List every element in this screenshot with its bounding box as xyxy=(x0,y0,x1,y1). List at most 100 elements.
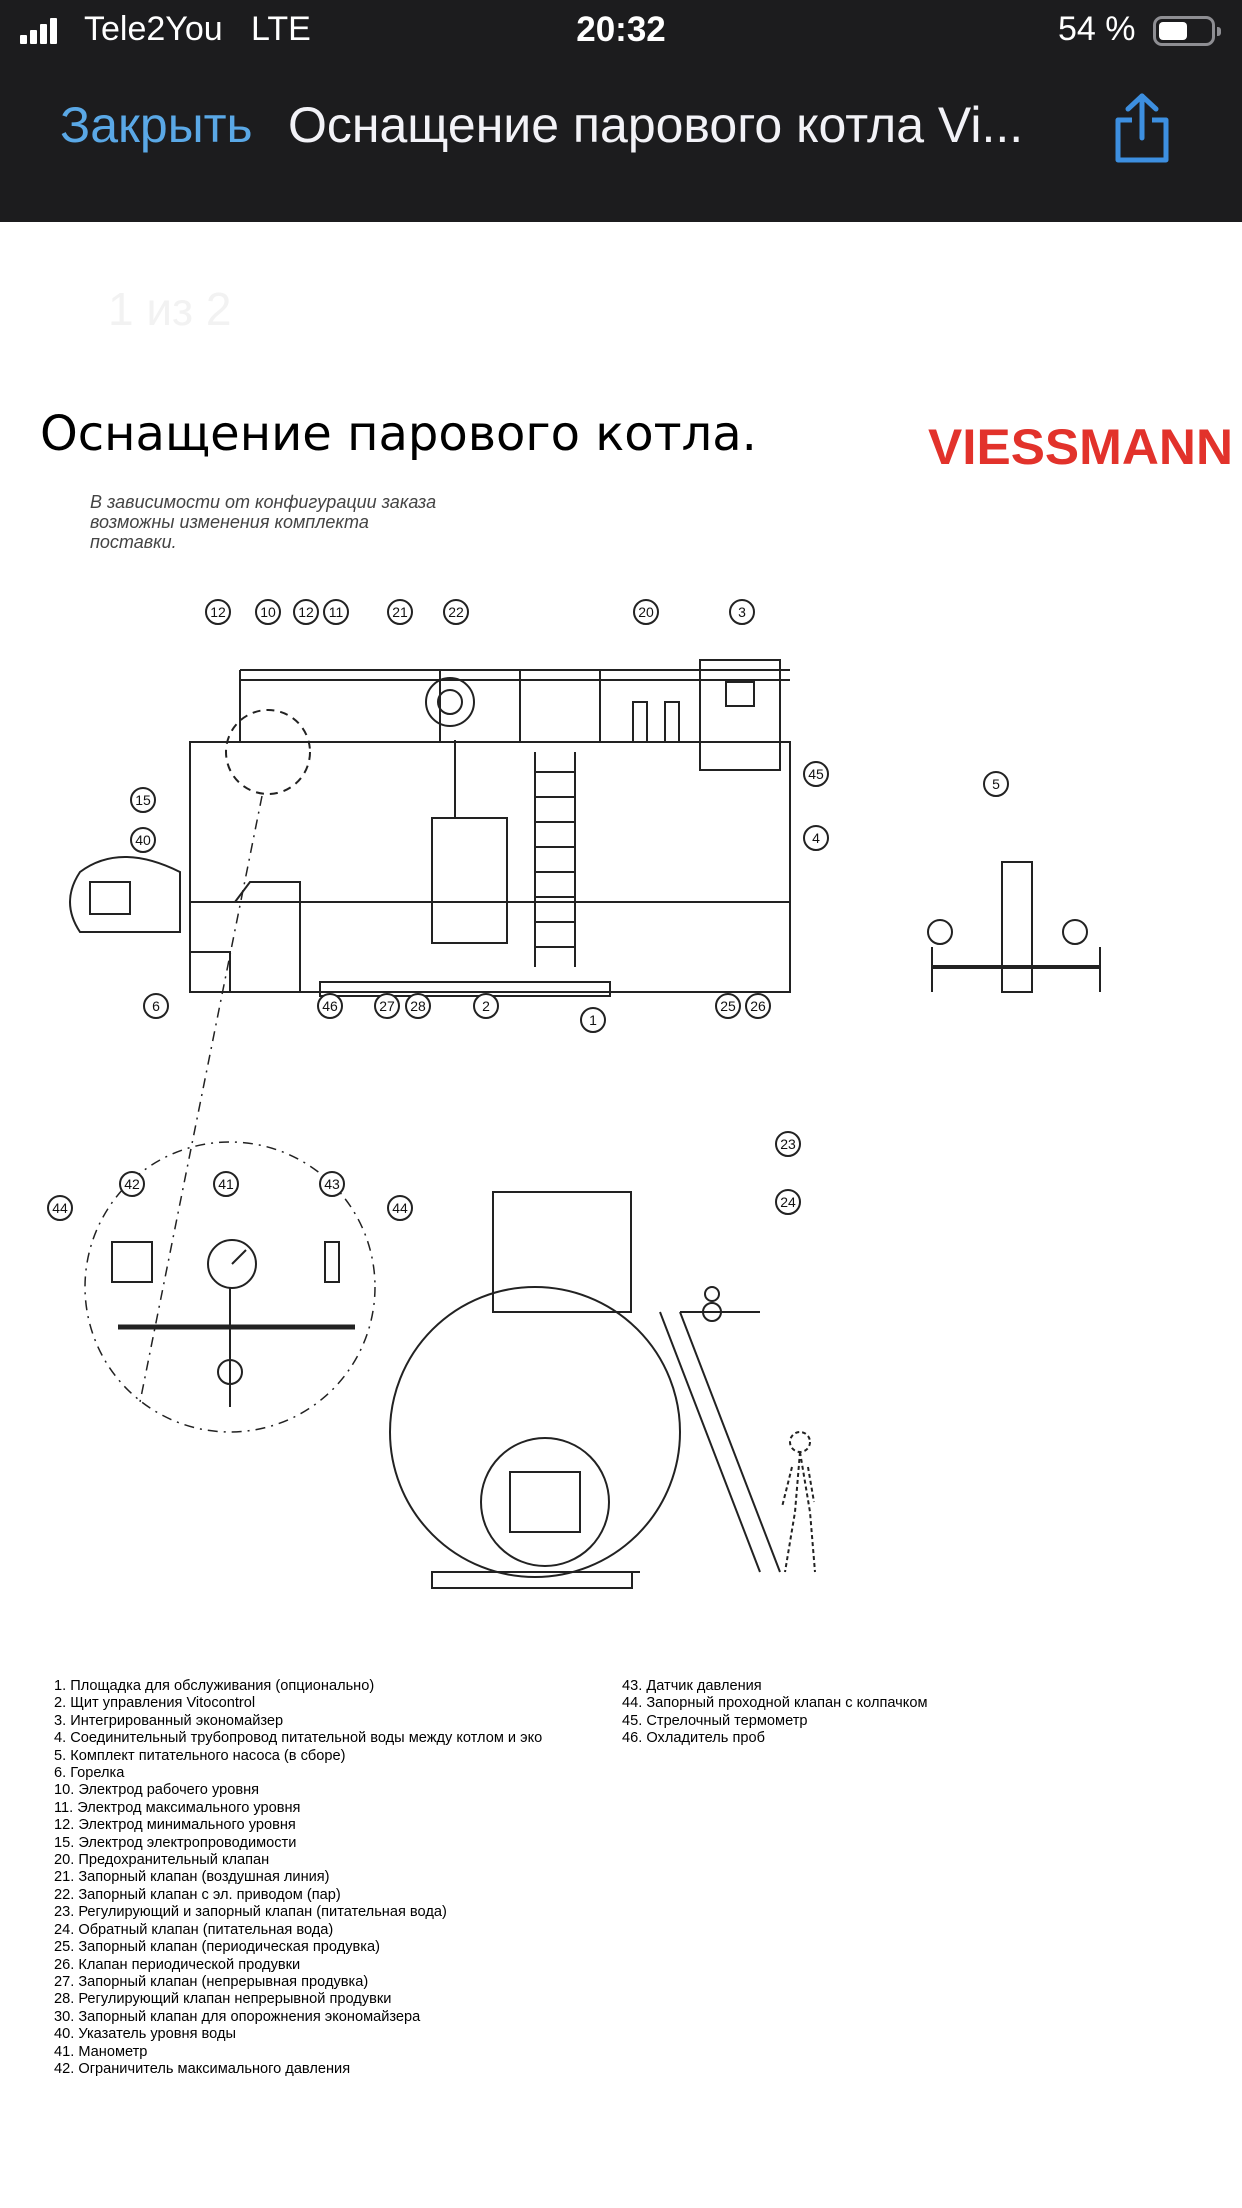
boiler-shell xyxy=(189,901,791,993)
legend-item: 40. Указатель уровня воды xyxy=(54,2026,236,2043)
callout-23: 23 xyxy=(775,1131,801,1157)
legend-item: 10. Электрод рабочего уровня xyxy=(54,1782,260,1799)
navigation-bar: Закрыть Оснащение парового котла Vi... xyxy=(0,86,1242,172)
legend-item: 21. Запорный клапан (воздушная линия) xyxy=(54,1869,330,1886)
legend-item: 30. Запорный клапан для опорожнения экон… xyxy=(54,2008,421,2025)
feed-pump-set xyxy=(1001,861,1033,993)
svg-text:28: 28 xyxy=(410,998,426,1014)
callout-12: 12 xyxy=(293,599,319,625)
legend-item: 1. Площадка для обслуживания (опциональн… xyxy=(54,1678,375,1694)
legend-item: 27. Запорный клапан (непрерывная продувк… xyxy=(54,1973,369,1990)
svg-text:15: 15 xyxy=(135,792,151,808)
svg-text:21: 21 xyxy=(392,604,408,620)
legend-item: 26. Клапан периодической продувки xyxy=(54,1956,301,1973)
person-silhouette xyxy=(781,1431,816,1573)
svg-text:6: 6 xyxy=(152,998,160,1014)
callout-43: 43 xyxy=(319,1171,345,1197)
legend-item: 22. Запорный клапан с эл. приводом (пар) xyxy=(54,1886,341,1903)
share-icon[interactable] xyxy=(1110,90,1174,166)
control-cabinet xyxy=(431,817,508,944)
callout-26: 26 xyxy=(745,993,771,1019)
close-button[interactable]: Закрыть xyxy=(60,97,253,153)
page-indicator: 1 из 2 xyxy=(108,283,232,335)
svg-text:45: 45 xyxy=(808,766,824,782)
status-bar: Tele2You LTE 20:32 54 % xyxy=(0,0,1242,62)
legend-item: 44. Запорный проходной клапан с колпачко… xyxy=(622,1695,928,1712)
callout-41: 41 xyxy=(213,1171,239,1197)
safety-valve xyxy=(632,701,648,743)
battery-fill xyxy=(1159,22,1187,40)
legend-left: 1. Площадка для обслуживания (опциональн… xyxy=(54,1678,542,2078)
legend-item: 4. Соединительный трубопровод питательно… xyxy=(54,1730,543,1747)
legend-item: 23. Регулирующий и запорный клапан (пита… xyxy=(54,1904,447,1921)
configuration-note: В зависимости от конфигурации заказа воз… xyxy=(90,492,437,552)
svg-text:10: 10 xyxy=(260,604,276,620)
svg-text:43: 43 xyxy=(324,1176,340,1192)
svg-text:12: 12 xyxy=(298,604,314,620)
svg-text:40: 40 xyxy=(135,832,151,848)
top-bar: Tele2You LTE 20:32 54 % Закрыть Оснащени… xyxy=(0,0,1242,222)
callout-22: 22 xyxy=(443,599,469,625)
slide-title: Оснащение парового котла. xyxy=(40,406,757,462)
callout-40: 40 xyxy=(130,827,156,853)
document-title: Оснащение парового котла Vi... xyxy=(288,97,1024,153)
callout-20: 20 xyxy=(633,599,659,625)
legend-item: 12. Электрод минимального уровня xyxy=(54,1817,296,1834)
level-detail-circle xyxy=(225,709,311,795)
callout-45: 45 xyxy=(803,761,829,787)
legend-item: 42. Ограничитель максимального давления xyxy=(54,2060,351,2077)
callout-5: 5 xyxy=(983,771,1009,797)
callout-27: 27 xyxy=(374,993,400,1019)
callout-3: 3 xyxy=(729,599,755,625)
svg-text:3: 3 xyxy=(738,604,746,620)
legend-item: 28. Регулирующий клапан непрерывной прод… xyxy=(54,1991,392,2008)
callout-2: 2 xyxy=(473,993,499,1019)
document-viewer[interactable]: 1 из 2 Оснащение парового котла. VIESSMA… xyxy=(0,222,1242,2208)
steam-valve xyxy=(425,677,475,727)
pressure-sensor xyxy=(324,1241,340,1283)
legend-item: 41. Манометр xyxy=(54,2043,148,2060)
svg-text:24: 24 xyxy=(780,1194,796,1210)
legend-item: 2. Щит управления Vitocontrol xyxy=(54,1695,256,1712)
legend-item: 24. Обратный клапан (питательная вода) xyxy=(54,1921,334,1938)
callout-6: 6 xyxy=(143,993,169,1019)
svg-text:12: 12 xyxy=(210,604,226,620)
callout-28: 28 xyxy=(405,993,431,1019)
callout-12: 12 xyxy=(205,599,231,625)
boiler-base xyxy=(319,981,611,997)
callout-44: 44 xyxy=(387,1195,413,1221)
signal-icon xyxy=(20,18,60,44)
svg-text:25: 25 xyxy=(720,998,736,1014)
legend-item: 45. Стрелочный термометр xyxy=(622,1712,808,1729)
svg-text:2: 2 xyxy=(482,998,490,1014)
svg-text:46: 46 xyxy=(322,998,338,1014)
callout-10: 10 xyxy=(255,599,281,625)
legend-item: 43. Датчик давления xyxy=(622,1678,762,1694)
svg-text:4: 4 xyxy=(812,830,820,846)
callout-44: 44 xyxy=(47,1195,73,1221)
clock: 20:32 xyxy=(576,10,666,49)
svg-text:27: 27 xyxy=(379,998,395,1014)
svg-text:44: 44 xyxy=(52,1200,68,1216)
legend-item: 46. Охладитель проб xyxy=(622,1730,765,1747)
boiler-body-left xyxy=(189,881,301,993)
legend-item: 5. Комплект питательного насоса (в сборе… xyxy=(54,1747,346,1764)
legend-item: 11. Электрод максимального уровня xyxy=(54,1799,301,1816)
svg-text:20: 20 xyxy=(638,604,654,620)
callout-21: 21 xyxy=(387,599,413,625)
battery-percent: 54 % xyxy=(1058,10,1136,48)
pressure-limiter xyxy=(111,1241,153,1283)
detail-circle xyxy=(84,1141,376,1433)
svg-text:1: 1 xyxy=(589,1012,597,1028)
carrier-label: Tele2You LTE xyxy=(84,10,311,48)
boiler-front-view xyxy=(189,741,791,993)
burner xyxy=(69,856,181,933)
callout-24: 24 xyxy=(775,1189,801,1215)
callout-42: 42 xyxy=(119,1171,145,1197)
svg-text:44: 44 xyxy=(392,1200,408,1216)
svg-text:26: 26 xyxy=(750,998,766,1014)
svg-text:23: 23 xyxy=(780,1136,796,1152)
legend-item: 15. Электрод электропроводимости xyxy=(54,1834,297,1851)
